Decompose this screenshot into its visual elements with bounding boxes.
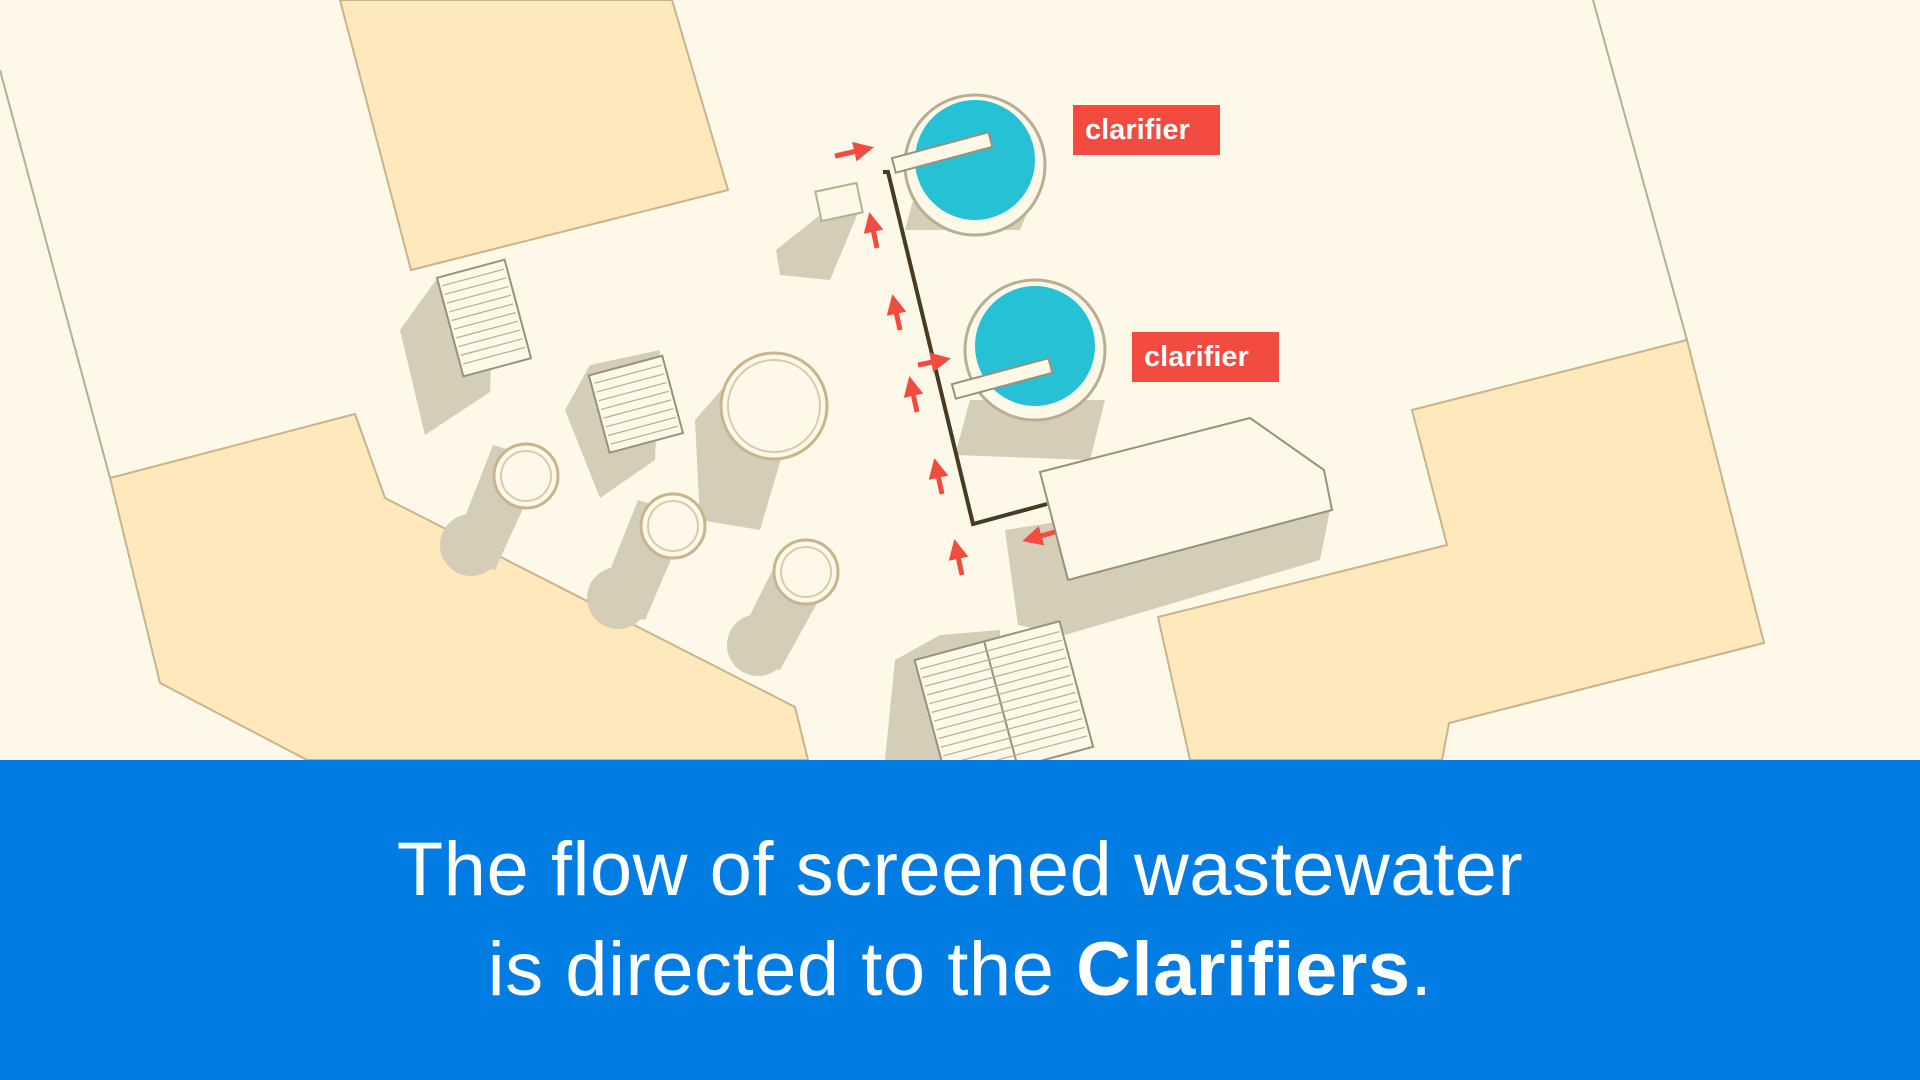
tank-small-2 [639,492,707,560]
caption-banner: The flow of screened wastewater is direc… [0,760,1920,1080]
zone-top-left [338,0,730,272]
flow-arrow [863,212,884,249]
zone-right [1156,338,1766,760]
property-zones [108,0,1766,760]
plant-diagram [0,0,1766,760]
zone-bottom-left [108,412,810,760]
flow-arrow [948,539,969,576]
flow-arrows [834,141,1056,576]
flow-arrow [834,141,874,162]
caption-line-1: The flow of screened wastewater [396,827,1524,912]
flow-arrow [1022,526,1056,546]
clarifier-tank-bottom [950,278,1107,422]
caption-line-2-suffix: . [1410,927,1433,1012]
flow-arrow [903,376,924,413]
flow-arrow [886,294,907,331]
tank-large [719,351,829,461]
grated-platforms [435,258,1095,760]
small-shed [814,181,864,223]
clarifier-tank-top [890,93,1047,237]
caption-line-2: is directed to the Clarifiers. [0,920,1920,1020]
clarifier-label-bottom: clarifier [1132,332,1279,382]
caption-line-2-prefix: is directed to the [487,927,1077,1012]
caption-emphasis: Clarifiers [1076,927,1411,1012]
flow-arrow [928,458,949,495]
tank-small-3 [772,538,840,606]
clarifier-label-top: clarifier [1073,105,1220,155]
flow-arrow [917,352,951,373]
building [1038,416,1334,582]
pipeline [883,170,1048,527]
site-boundary [0,0,1688,479]
tank-small-1 [492,442,560,510]
tanks [492,351,840,606]
